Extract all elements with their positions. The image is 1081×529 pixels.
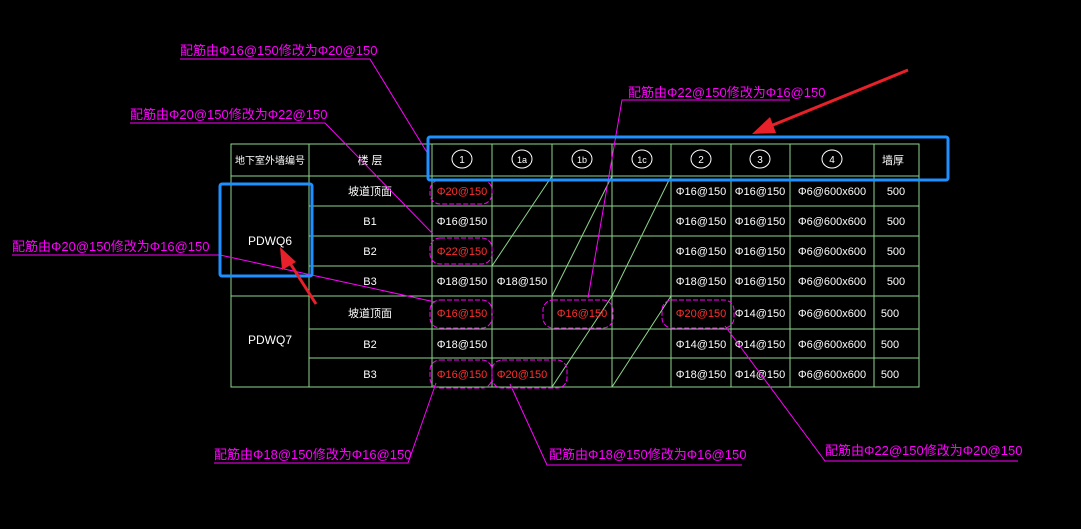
revision-cloud <box>491 359 568 389</box>
header-axis-2: 2 <box>698 155 704 166</box>
header-axis-4: 4 <box>829 155 835 166</box>
rebar-cell: Φ6@600x600 <box>798 246 866 258</box>
rebar-cell: Φ6@600x600 <box>798 339 866 351</box>
thickness-cell: 500 <box>887 246 905 258</box>
rebar-cell: Φ16@150 <box>735 246 786 258</box>
group-pdwq7-rows: 坡道顶面 Φ16@150 Φ16@150 Φ20@150 Φ14@150 Φ6@… <box>348 306 899 381</box>
floor-cell: B3 <box>363 276 376 288</box>
header-axis-1c: 1c <box>637 155 647 165</box>
header-axis-1a: 1a <box>517 155 527 165</box>
rebar-cell: Φ18@150 <box>437 276 488 288</box>
header-thickness: 墙厚 <box>882 153 904 167</box>
rebar-cell: Φ18@150 <box>437 339 488 351</box>
highlight-boxes <box>218 135 950 278</box>
axis-circle-2 <box>690 149 712 169</box>
arrow-shaft <box>286 259 318 305</box>
red-arrows <box>280 68 909 305</box>
floor-cell: B1 <box>363 216 376 228</box>
axis-circles <box>451 149 843 169</box>
floor-cell: B2 <box>363 246 376 258</box>
revision-cloud <box>429 299 493 329</box>
rebar-cell-changed: Φ16@150 <box>557 308 608 320</box>
leader-line <box>587 99 790 299</box>
leader-line <box>130 122 434 235</box>
rebar-cell: Φ16@150 <box>676 246 727 258</box>
revision-cloud <box>661 299 735 329</box>
rebar-cell-changed: Φ22@150 <box>437 246 488 258</box>
floor-cell: B3 <box>363 369 376 381</box>
arrow-head-icon <box>752 117 776 134</box>
rebar-cell: Φ14@150 <box>676 339 727 351</box>
rebar-cell: Φ14@150 <box>735 369 786 381</box>
axis-circle-1a <box>511 149 533 169</box>
revision-cloud <box>429 237 493 265</box>
wall-ids: PDWQ6 PDWQ7 <box>248 234 292 347</box>
rebar-cell: Φ18@150 <box>676 276 727 288</box>
rebar-cell: Φ16@150 <box>437 216 488 228</box>
axis-circle-1b <box>571 149 593 169</box>
rebar-cell-changed: Φ20@150 <box>676 308 727 320</box>
rebar-cell: Φ16@150 <box>735 216 786 228</box>
rebar-cell: Φ14@150 <box>735 308 786 320</box>
rebar-cell: Φ6@600x600 <box>798 186 866 198</box>
leader-line <box>180 58 429 155</box>
annotation-note: 配筋由Φ22@150修改为Φ16@150 <box>628 85 825 100</box>
leader-line <box>214 382 437 464</box>
revision-cloud <box>429 359 493 389</box>
header-axis-3: 3 <box>757 155 763 166</box>
leader-line <box>724 325 1018 462</box>
rebar-cell-changed: Φ16@150 <box>437 369 488 381</box>
arrow-shaft <box>767 68 909 129</box>
highlight-box-axis-header <box>426 135 950 182</box>
axis-circle-3 <box>749 149 771 169</box>
leader-line <box>509 383 742 466</box>
annotation-note: 配筋由Φ20@150修改为Φ22@150 <box>130 107 327 122</box>
rebar-cell: Φ16@150 <box>676 216 727 228</box>
arrow-head-icon <box>280 247 296 270</box>
thickness-cell: 500 <box>887 276 905 288</box>
header-axis-1: 1 <box>459 155 465 166</box>
thickness-cell: 500 <box>881 339 899 351</box>
thickness-cell: 500 <box>881 308 899 320</box>
group-pdwq6-rows: 坡道顶面 Φ20@150 Φ16@150 Φ16@150 Φ6@600x600 … <box>348 184 905 288</box>
annotation-note: 配筋由Φ20@150修改为Φ16@150 <box>12 239 209 254</box>
floor-cell: B2 <box>363 339 376 351</box>
header-axis-1b: 1b <box>577 155 587 165</box>
annotation-note: 配筋由Φ18@150修改为Φ16@150 <box>214 447 411 462</box>
rebar-cell: Φ18@150 <box>676 369 727 381</box>
thickness-cell: 500 <box>881 369 899 381</box>
annotation-notes: 配筋由Φ16@150修改为Φ20@150 配筋由Φ20@150修改为Φ22@15… <box>12 43 1022 462</box>
rebar-cell-changed: Φ20@150 <box>437 186 488 198</box>
leader-lines <box>12 58 1018 466</box>
header-wall-id: 地下室外墙编号 <box>235 154 305 167</box>
axis-circle-4 <box>821 149 843 169</box>
annotation-note: 配筋由Φ18@150修改为Φ16@150 <box>549 447 746 462</box>
floor-cell: 坡道顶面 <box>348 184 392 198</box>
rebar-cell: Φ16@150 <box>676 186 727 198</box>
highlight-box-pdwq6 <box>218 182 314 278</box>
rebar-cell: Φ6@600x600 <box>798 276 866 288</box>
wall-id-pdwq7: PDWQ7 <box>248 333 292 347</box>
rebar-cell-changed: Φ16@150 <box>437 308 488 320</box>
rebar-cell: Φ16@150 <box>735 276 786 288</box>
axis-circle-1c <box>631 149 653 169</box>
rebar-cell: Φ6@600x600 <box>798 369 866 381</box>
thickness-cell: 500 <box>887 216 905 228</box>
rebar-cell: Φ14@150 <box>735 339 786 351</box>
rebar-cell: Φ18@150 <box>497 276 548 288</box>
floor-cell: 坡道顶面 <box>348 306 392 320</box>
wall-id-pdwq6: PDWQ6 <box>248 234 292 248</box>
annotation-note: 配筋由Φ22@150修改为Φ20@150 <box>825 443 1022 458</box>
rebar-cell: Φ16@150 <box>735 186 786 198</box>
rebar-cell: Φ6@600x600 <box>798 216 866 228</box>
table-header: 地下室外墙编号 楼 层 1 1a 1b 1c 2 3 4 墙厚 <box>235 153 904 167</box>
rebar-cell-changed: Φ20@150 <box>497 369 548 381</box>
thickness-cell: 500 <box>887 186 905 198</box>
revision-cloud <box>542 299 614 329</box>
annotation-note: 配筋由Φ16@150修改为Φ20@150 <box>180 43 377 58</box>
axis-circle-1 <box>451 149 473 169</box>
rebar-cell: Φ6@600x600 <box>798 308 866 320</box>
